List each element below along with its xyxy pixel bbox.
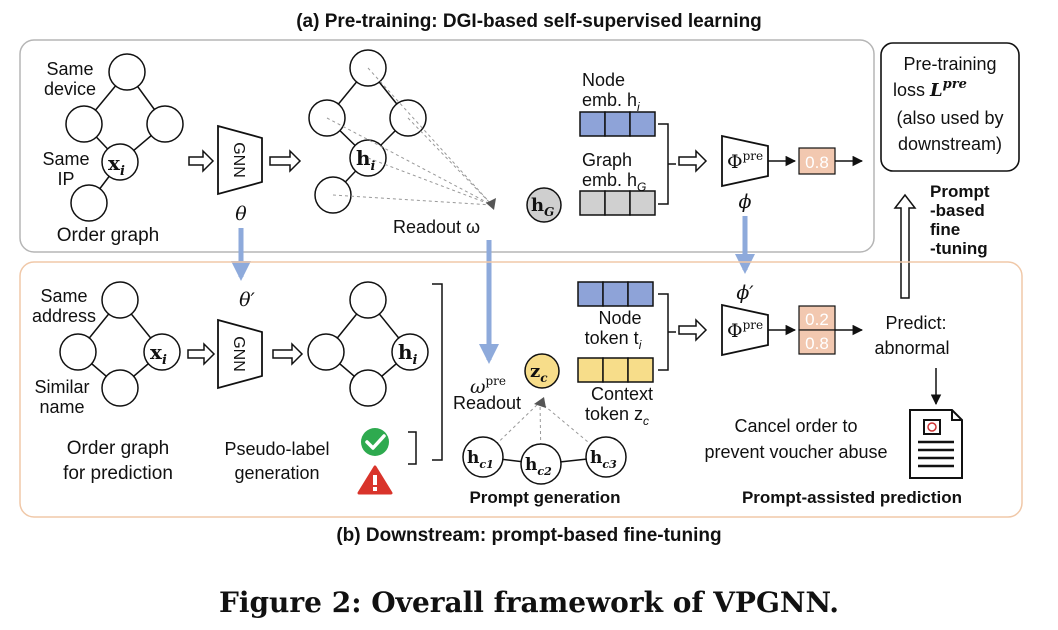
hollow-arrow-b2: [272, 342, 304, 366]
hollow-arrow-a1: [188, 149, 215, 173]
warning-icon: [357, 465, 393, 495]
phi-prime-label: ϕ′: [736, 282, 754, 304]
panel-a-title: (a) Pre-training: DGI-based self-supervi…: [296, 11, 762, 32]
prompt-assisted-label: Prompt-assisted prediction: [742, 488, 962, 507]
phi-label-b: Φpre: [727, 318, 763, 342]
score-box-a: [798, 147, 836, 175]
order-graph-label-a: Order graph: [57, 225, 159, 246]
embedded-graph-a: [308, 49, 427, 214]
hollow-arrow-b1: [187, 342, 216, 366]
node-hi-a: hi: [356, 146, 376, 174]
readout-label-a: Readout ω: [393, 217, 480, 237]
readout-pointer-a: [486, 198, 496, 210]
hg-node: [526, 187, 562, 223]
hc1-label: hc1: [467, 448, 494, 471]
readout-lines-a: [326, 67, 493, 206]
omega-pre-label: ωpre: [470, 374, 506, 398]
phi-param: ϕ: [739, 191, 752, 213]
panel-a-box: [19, 39, 875, 253]
order-graph-a: [65, 53, 184, 222]
theta-prime-label: θ′: [239, 289, 255, 311]
token-bracket: [658, 293, 676, 371]
panel-b-box: [19, 261, 1023, 518]
phi-block-b: [721, 303, 769, 357]
figure-caption: Figure 2: Overall framework of VPGNN.: [219, 586, 839, 619]
emb-bracket-a: [658, 123, 676, 205]
prompt-generation-label: Prompt generation: [469, 488, 620, 507]
node-xi-a: xi: [108, 151, 125, 179]
node-token-bar: [577, 281, 654, 307]
gnn-block-a: [217, 124, 263, 196]
score-b-bottom: 0.8: [805, 334, 829, 353]
zc-node: [524, 353, 560, 389]
hollow-arrow-up: [893, 193, 917, 299]
embedded-graph-b: [307, 281, 429, 407]
score-box-b-bottom: [798, 329, 836, 355]
zc-label: zc: [530, 361, 548, 385]
hc3-label: hc3: [590, 448, 617, 471]
gnn-block-b: [217, 318, 263, 390]
hc2-label: hc2: [525, 455, 552, 478]
cancelled-order-icon: [909, 409, 963, 479]
hollow-arrow-a3: [678, 149, 708, 173]
hollow-arrow-b3: [678, 318, 708, 342]
node-hi-b: hi: [398, 340, 418, 368]
theta-label: θ: [235, 203, 247, 225]
graph-bracket-b: [432, 283, 443, 461]
loss-line-3: (also used by: [896, 108, 1003, 128]
context-token-bar: [577, 357, 654, 383]
phi-block-a: [721, 134, 769, 188]
loss-line-4: downstream): [898, 134, 1002, 154]
score-b-top: 0.2: [805, 310, 829, 329]
readout-label-b: Readout: [453, 393, 521, 413]
prompt-pointer: [534, 397, 546, 408]
score-a: 0.8: [805, 153, 829, 172]
pretraining-loss-box: [880, 42, 1020, 172]
gnn-label-b: GNN: [230, 336, 247, 372]
order-graph-b: [59, 281, 181, 407]
phi-label-a: Φpre: [727, 149, 763, 173]
hollow-arrow-a2: [269, 149, 302, 173]
predict-label: Predict:abnormal: [874, 313, 949, 358]
node-embedding-bar: [579, 111, 656, 137]
prompt-nodes: [462, 436, 627, 485]
pseudo-bracket: [408, 431, 417, 465]
node-xi-b: xi: [150, 340, 167, 368]
loss-line-2: loss Lpre: [893, 77, 967, 101]
loss-line-1: Pre-training: [903, 54, 996, 74]
hg-label: hG: [531, 195, 554, 219]
panel-b-title: (b) Downstream: prompt-based fine-tuning: [336, 525, 721, 546]
check-icon: [361, 428, 389, 456]
gnn-label-a: GNN: [230, 142, 247, 178]
graph-embedding-bar: [579, 190, 656, 216]
